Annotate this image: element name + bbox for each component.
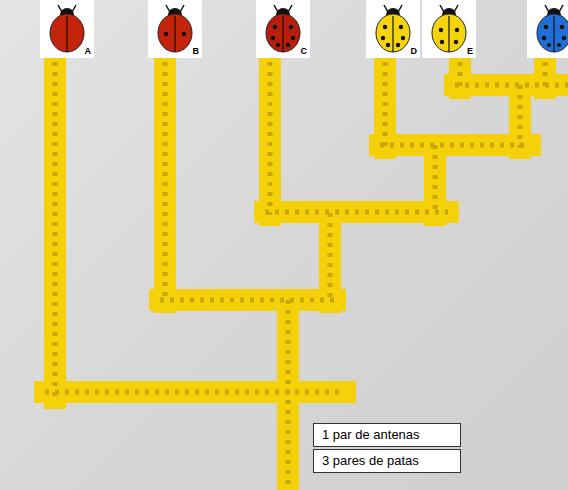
- lego-studs: [53, 52, 58, 398]
- ladybug-card: B: [148, 0, 202, 58]
- lego-studs: [518, 85, 523, 148]
- lego-block-bar: [45, 381, 345, 403]
- lego-studs: [433, 145, 438, 215]
- lego-block-bar: [44, 52, 66, 398]
- species-letter: D: [411, 47, 418, 56]
- lego-studs: [268, 52, 273, 215]
- ladybug-card: D: [366, 0, 420, 58]
- card-ground: [527, 0, 568, 58]
- lego-studs: [265, 210, 448, 215]
- lego-block-bar: [277, 300, 299, 490]
- lego-studs: [286, 300, 291, 490]
- lego-block-bar: [265, 201, 448, 223]
- lego-studs: [160, 298, 335, 303]
- lego-studs: [163, 52, 168, 302]
- lego-block-bar: [380, 134, 530, 156]
- lego-block-bar: [374, 52, 396, 148]
- character-label: 1 par de antenas: [313, 423, 461, 447]
- lego-studs: [328, 213, 333, 302]
- species-letter: C: [301, 47, 308, 56]
- lego-block-bar: [154, 52, 176, 302]
- lego-block-bar: [259, 52, 281, 215]
- lego-block-bar: [319, 213, 341, 302]
- species-letter: A: [85, 47, 92, 56]
- block-tree: [45, 52, 568, 490]
- character-label: 3 pares de patas: [313, 449, 461, 473]
- species-letter: E: [467, 47, 473, 56]
- character-text: 3 pares de patas: [322, 453, 452, 469]
- lego-block-bar: [160, 289, 335, 311]
- lego-studs: [45, 390, 345, 395]
- ladybug-card: C: [256, 0, 310, 58]
- lego-studs: [455, 83, 568, 88]
- ladybug-card: [527, 0, 568, 58]
- ladybug-figure: [537, 5, 568, 52]
- ladybug-card: A: [40, 0, 94, 58]
- species-letter: B: [193, 47, 200, 56]
- lego-studs: [383, 52, 388, 148]
- lego-studs: [380, 143, 530, 148]
- ladybug-card: E: [422, 0, 476, 58]
- character-text: 1 par de antenas: [322, 427, 452, 443]
